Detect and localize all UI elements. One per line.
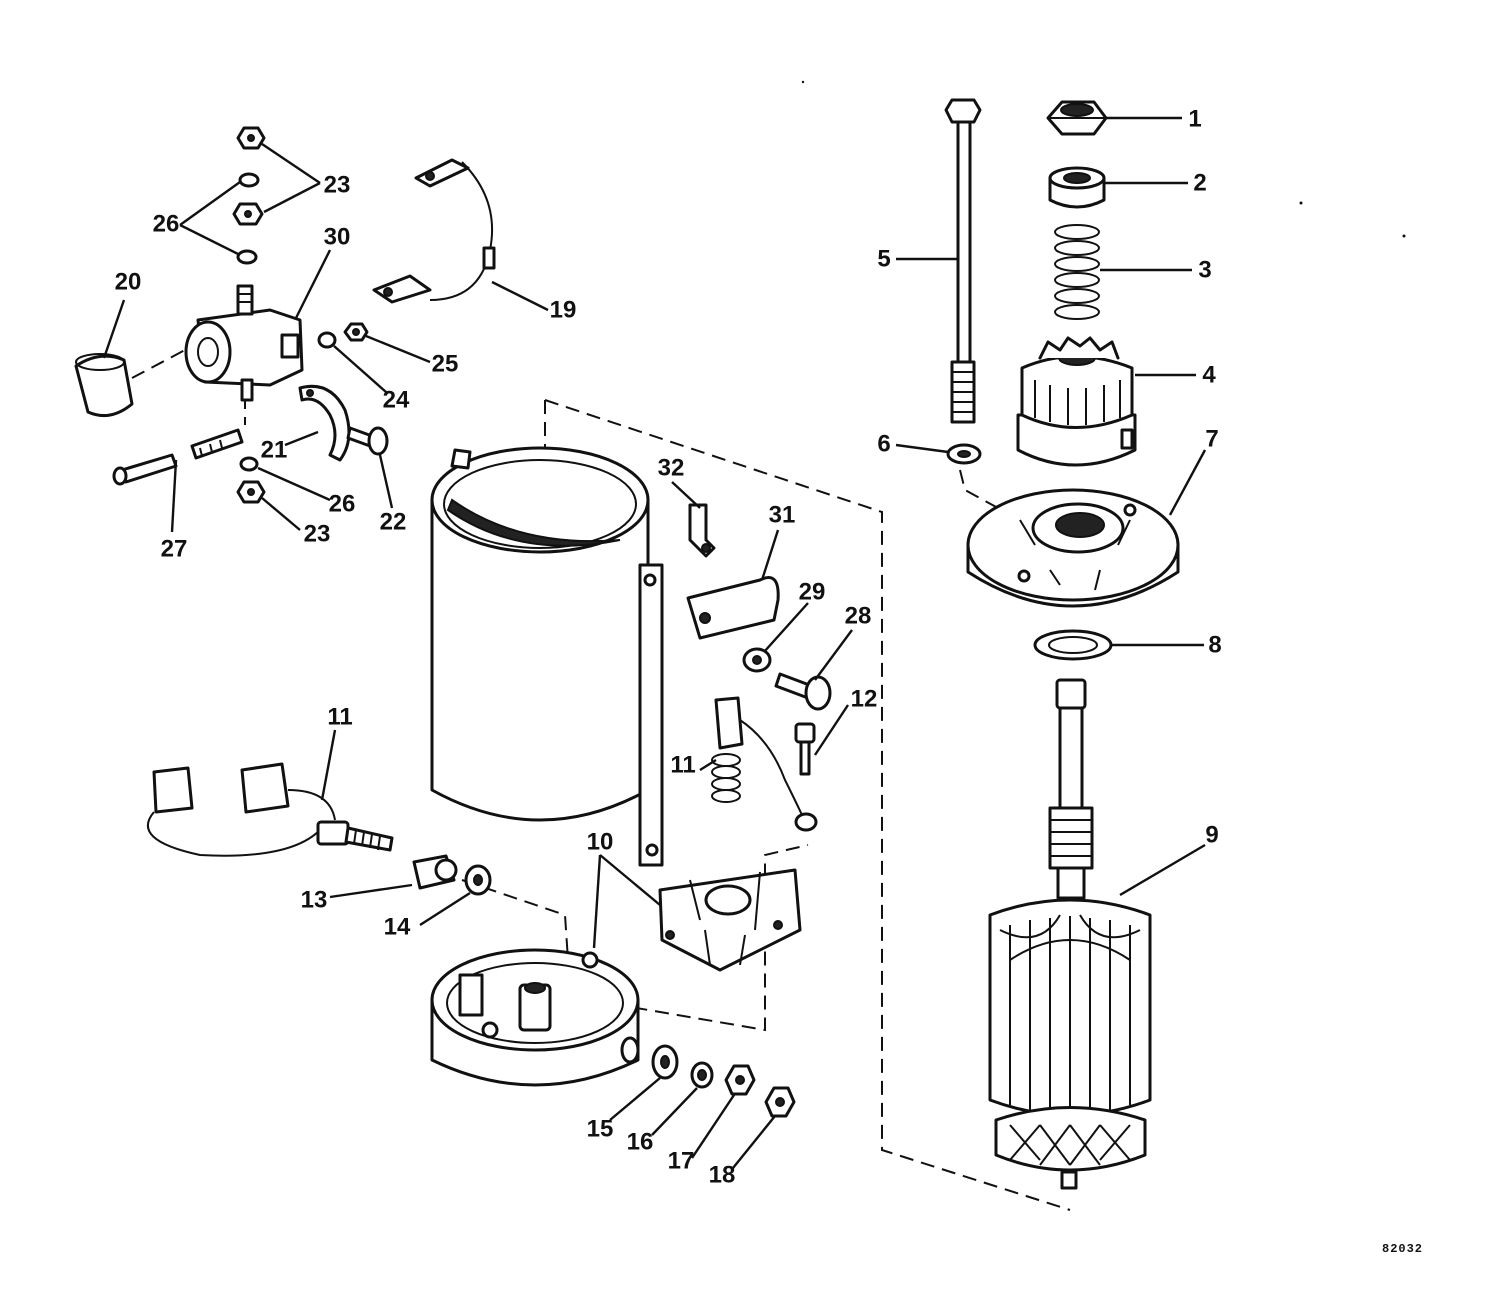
callout-14: 14 bbox=[384, 913, 411, 940]
callout-1: 1 bbox=[1188, 105, 1201, 132]
part-30-solenoid bbox=[184, 284, 304, 402]
part-6-lockwasher bbox=[946, 443, 982, 465]
part-9-armature bbox=[988, 678, 1152, 1190]
callout-18: 18 bbox=[709, 1161, 736, 1188]
part-12-screw bbox=[794, 722, 816, 776]
figure-number: 82032 bbox=[1382, 1242, 1423, 1256]
callout-30: 30 bbox=[324, 223, 351, 250]
part-23-nut-lower bbox=[236, 480, 266, 504]
callout-5: 5 bbox=[877, 245, 890, 272]
callout-20: 20 bbox=[115, 268, 142, 295]
part-11-brush-center bbox=[711, 696, 818, 832]
callout-26-top: 26 bbox=[153, 210, 180, 237]
callout-23-top: 23 bbox=[324, 171, 351, 198]
part-21-strap bbox=[298, 384, 351, 462]
callout-27: 27 bbox=[161, 535, 188, 562]
part-26-washer-top bbox=[238, 172, 260, 188]
part-29-washer bbox=[742, 647, 772, 673]
callout-11-left: 11 bbox=[327, 703, 352, 730]
part-3-spring bbox=[1054, 224, 1100, 320]
part-8-thrust-washer bbox=[1033, 629, 1113, 661]
callout-23-bottom: 23 bbox=[304, 520, 331, 547]
callout-28: 28 bbox=[845, 602, 872, 629]
part-1-hex-nut bbox=[1046, 100, 1108, 136]
part-28-screw bbox=[774, 672, 832, 711]
stray-specks bbox=[801, 80, 1406, 238]
callout-10: 10 bbox=[587, 828, 614, 855]
part-19-cable bbox=[372, 158, 496, 304]
part-18-nut bbox=[764, 1086, 796, 1118]
part-15-washer bbox=[651, 1044, 679, 1080]
callout-9: 9 bbox=[1205, 821, 1218, 848]
callout-17: 17 bbox=[668, 1147, 695, 1174]
part-16-lockwasher bbox=[690, 1061, 714, 1089]
callout-25: 25 bbox=[432, 350, 459, 377]
callout-24: 24 bbox=[383, 386, 410, 413]
part-24-washer bbox=[317, 331, 337, 349]
callout-2: 2 bbox=[1193, 169, 1206, 196]
part-20-boot bbox=[74, 353, 134, 418]
part-11-brushes-left bbox=[147, 762, 394, 857]
callout-6: 6 bbox=[877, 430, 890, 457]
part-31-bracket bbox=[686, 576, 780, 640]
leader-lines bbox=[102, 116, 1207, 1169]
callout-16: 16 bbox=[627, 1128, 654, 1155]
part-22-screw bbox=[346, 426, 389, 456]
callout-22: 22 bbox=[380, 508, 407, 535]
part-26-washer-middle bbox=[236, 249, 258, 265]
callout-labels: 1 2 3 4 5 6 7 8 9 10 11 11 12 13 14 15 1… bbox=[115, 105, 1222, 1188]
callout-13: 13 bbox=[301, 886, 328, 913]
part-14-washer bbox=[464, 864, 492, 896]
part-10-brush-holder bbox=[658, 868, 802, 972]
part-4-pinion-gear bbox=[1016, 336, 1137, 467]
callout-4: 4 bbox=[1202, 361, 1216, 388]
part-25-nut bbox=[343, 322, 369, 342]
callout-15: 15 bbox=[587, 1115, 614, 1142]
callout-31: 31 bbox=[769, 501, 796, 528]
part-5-through-bolt bbox=[944, 98, 982, 424]
callout-19: 19 bbox=[550, 296, 577, 323]
callout-32: 32 bbox=[658, 454, 685, 481]
part-23-nut-top bbox=[236, 126, 266, 150]
part-23-nut-middle bbox=[232, 202, 264, 226]
part-27-stud bbox=[112, 428, 244, 486]
callout-21: 21 bbox=[261, 436, 288, 463]
part-32-terminal-clip bbox=[688, 503, 716, 558]
part-7-drive-end-cap bbox=[966, 488, 1180, 608]
part-commutator-end-cap bbox=[430, 948, 640, 1087]
callout-8: 8 bbox=[1208, 631, 1221, 658]
part-frame-housing bbox=[430, 446, 664, 867]
part-13-insulator bbox=[412, 854, 458, 890]
callout-3: 3 bbox=[1198, 256, 1211, 283]
callout-29: 29 bbox=[799, 578, 826, 605]
callout-12: 12 bbox=[851, 685, 878, 712]
part-2-collar bbox=[1048, 166, 1106, 209]
callout-26-bottom: 26 bbox=[329, 490, 356, 517]
callout-7: 7 bbox=[1205, 425, 1218, 452]
part-26-washer-lower bbox=[239, 456, 259, 472]
part-17-nut bbox=[724, 1064, 756, 1096]
callout-11-center: 11 bbox=[670, 751, 695, 778]
